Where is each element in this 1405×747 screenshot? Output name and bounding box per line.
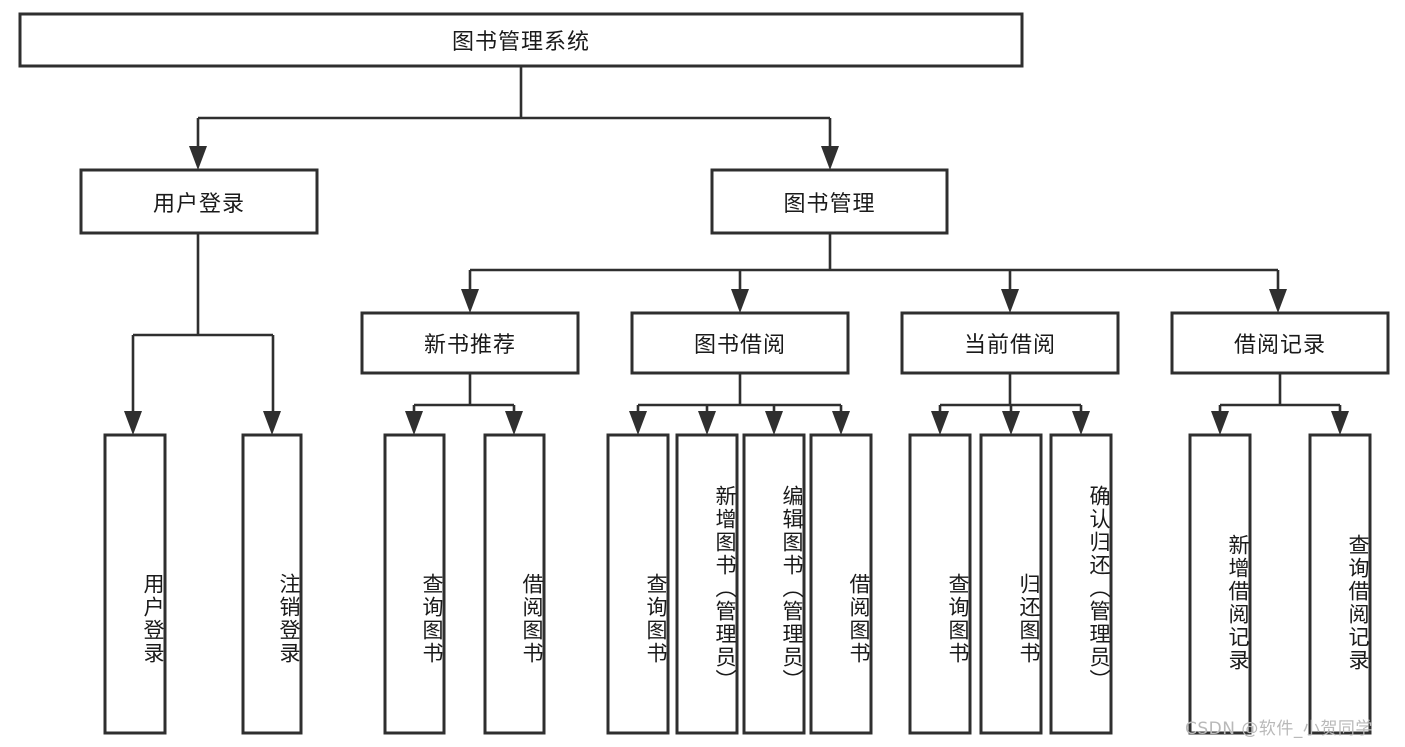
node-box-leaf-8[interactable]: [908, 433, 972, 735]
node-box-borrow-record[interactable]: [1170, 311, 1390, 375]
node-box-root[interactable]: [18, 12, 1024, 68]
arrow-head-to-leaf-add-borrow-record: [1211, 411, 1229, 435]
arrow-head-to-new-book-recommend: [461, 289, 479, 313]
node-box-leaf-6[interactable]: [742, 433, 806, 735]
arrow-head-to-current-borrow: [1001, 289, 1019, 313]
node-box-user-login[interactable]: [79, 168, 319, 235]
connector-borrow-record-to-children: [1218, 373, 1342, 413]
arrow-head-to-leaf-borrow-book-2: [832, 411, 850, 435]
node-box-current-borrow[interactable]: [900, 311, 1120, 375]
node-box-leaf-7[interactable]: [809, 433, 873, 735]
node-box-book-borrow[interactable]: [630, 311, 850, 375]
arrow-head-to-leaf-edit-book: [765, 411, 783, 435]
arrow-head-to-leaf-add-book: [698, 411, 716, 435]
node-box-leaf-9[interactable]: [979, 433, 1043, 735]
node-box-leaf-1[interactable]: [241, 433, 303, 735]
node-box-leaf-2[interactable]: [383, 433, 446, 735]
arrow-head-to-leaf-query-borrow-record: [1331, 411, 1349, 435]
arrow-head-to-borrow-record: [1269, 289, 1287, 313]
connector-book-management-to-level3: [468, 233, 1280, 291]
node-box-leaf-10[interactable]: [1049, 433, 1113, 735]
arrow-head-to-leaf-query-book-2: [629, 411, 647, 435]
arrow-head-to-leaf-query-book-3: [931, 411, 949, 435]
arrow-head-to-leaf-return-book: [1002, 411, 1020, 435]
arrow-head-to-leaf-user-login: [124, 411, 142, 435]
connector-new-book-recommend-to-children: [412, 373, 516, 413]
arrow-head-to-book-management: [821, 146, 839, 170]
connector-root-to-level2: [196, 66, 832, 148]
arrow-head-to-leaf-query-book-1: [405, 411, 423, 435]
connector-book-borrow-to-children: [636, 373, 843, 413]
arrow-head-to-leaf-logout: [263, 411, 281, 435]
arrow-head-to-leaf-confirm-return: [1072, 411, 1090, 435]
node-box-leaf-3[interactable]: [483, 433, 546, 735]
arrow-head-to-book-borrow: [731, 289, 749, 313]
connector-user-login-to-children: [131, 233, 275, 413]
node-box-leaf-11[interactable]: [1188, 433, 1252, 735]
node-box-new-book-recommend[interactable]: [360, 311, 580, 375]
csdn-watermark: CSDN @软件_小贺同学: [1185, 719, 1373, 739]
node-box-leaf-5[interactable]: [675, 433, 739, 735]
node-box-book-management[interactable]: [710, 168, 949, 235]
arrow-head-to-user-login: [189, 146, 207, 170]
arrow-head-to-leaf-borrow-book-1: [505, 411, 523, 435]
node-box-leaf-4[interactable]: [606, 433, 670, 735]
node-box-leaf-0[interactable]: [103, 433, 167, 735]
connector-current-borrow-to-children: [938, 373, 1083, 413]
node-box-leaf-12[interactable]: [1308, 433, 1372, 735]
